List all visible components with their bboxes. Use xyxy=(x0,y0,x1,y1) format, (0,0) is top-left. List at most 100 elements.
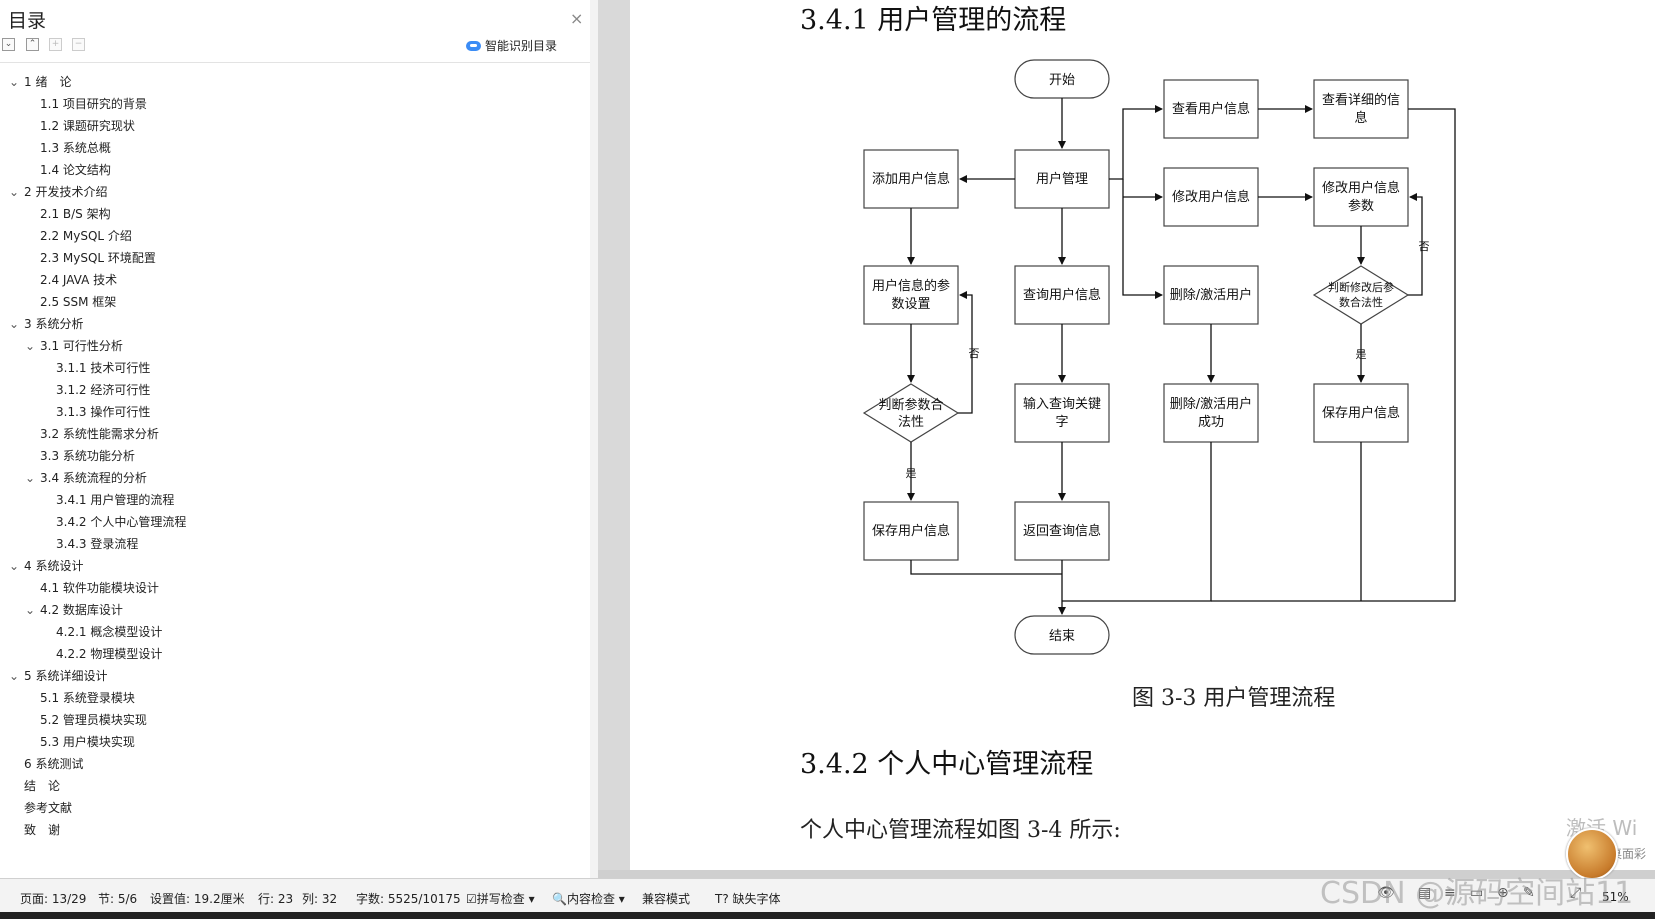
chevron-down-icon[interactable]: ⌄ xyxy=(9,317,20,331)
toc-item[interactable]: 2.1 B/S 架构 xyxy=(0,203,590,225)
eye-icon[interactable]: 👁 xyxy=(1377,885,1395,901)
chevron-down-icon[interactable]: ⌄ xyxy=(25,603,36,617)
toc-item[interactable]: 1.2 课题研究现状 xyxy=(0,115,590,137)
toc-item-label: 2.5 SSM 框架 xyxy=(40,295,117,309)
toc-item[interactable]: ⌄ 4 系统设计 xyxy=(0,555,590,577)
divider xyxy=(0,62,590,63)
status-setting[interactable]: 设置值: 19.2厘米 xyxy=(150,892,245,906)
flow-delete-success-text1: 删除/激活用户 xyxy=(1170,396,1252,412)
zoom-level[interactable]: 51% xyxy=(1602,890,1629,904)
flow-no-left: 否 xyxy=(969,347,980,360)
toc-item[interactable]: ⌄3.4 系统流程的分析 xyxy=(0,467,590,489)
toc-item[interactable]: 1.1 项目研究的背景 xyxy=(0,93,590,115)
toc-item[interactable]: 3.4.1 用户管理的流程 xyxy=(0,489,590,511)
toc-item-label: 3.4.1 用户管理的流程 xyxy=(56,493,175,507)
chevron-down-icon[interactable]: ⌄ xyxy=(9,669,20,683)
toc-item[interactable]: 1.3 系统总概 xyxy=(0,137,590,159)
toc-item-label: 3.4.2 个人中心管理流程 xyxy=(56,515,187,529)
pen-icon[interactable]: ✎ xyxy=(1523,885,1535,901)
toc-item[interactable]: ⌄3.1 可行性分析 xyxy=(0,335,590,357)
toc-item-label: 2.4 JAVA 技术 xyxy=(40,273,118,287)
missing-font-button[interactable]: T? 缺失字体 xyxy=(715,890,781,907)
toc-item-label: 6 系统测试 xyxy=(24,757,84,771)
flow-judge-param-text2: 法性 xyxy=(898,415,924,430)
content-check-label: 内容检查 xyxy=(566,892,615,906)
toc-item[interactable]: 3.2 系统性能需求分析 xyxy=(0,423,590,445)
toc-scrollbar[interactable] xyxy=(590,0,598,878)
list-view-icon[interactable]: ≡ xyxy=(1444,885,1456,901)
status-words[interactable]: 字数: 5525/10175 xyxy=(356,892,461,906)
activate-watermark-sub: 桌面彩 xyxy=(1610,847,1647,861)
toc-item[interactable]: 5.2 管理员模块实现 xyxy=(0,709,590,731)
spell-check-button[interactable]: ☑拼写检查 ▾ xyxy=(466,890,535,907)
avatar[interactable] xyxy=(1566,828,1618,880)
flow-edit-user-text: 修改用户信息 xyxy=(1172,189,1250,205)
flow-yes-left: 是 xyxy=(906,467,917,480)
toc-item[interactable]: 4.2.1 概念模型设计 xyxy=(0,621,590,643)
remove-icon[interactable]: − xyxy=(72,38,85,51)
flow-connectors xyxy=(907,98,1456,615)
expand-icon[interactable]: ⌃ xyxy=(26,38,39,51)
flow-save-user-left-text: 保存用户信息 xyxy=(872,523,950,539)
spell-check-label: 拼写检查 xyxy=(476,892,525,906)
close-icon[interactable]: × xyxy=(570,9,584,28)
toc-item-label: 1.1 项目研究的背景 xyxy=(40,97,147,111)
toc-item[interactable]: 4.1 软件功能模块设计 xyxy=(0,577,590,599)
toc-item[interactable]: 4.2.2 物理模型设计 xyxy=(0,643,590,665)
chevron-down-icon[interactable]: ⌄ xyxy=(25,471,36,485)
flow-no-right: 否 xyxy=(1419,240,1430,253)
toc-item[interactable]: 2.2 MySQL 介绍 xyxy=(0,225,590,247)
flowchart: 开始 结束 用户管理 查询用户信息 输入查询关键 字 返回查询信息 添加用户信息… xyxy=(862,59,1456,655)
toc-item[interactable]: 1.4 论文结构 xyxy=(0,159,590,181)
toc-item[interactable]: 3.4.2 个人中心管理流程 xyxy=(0,511,590,533)
chevron-down-icon[interactable]: ⌄ xyxy=(9,185,20,199)
flow-user-param-text1: 用户信息的参 xyxy=(872,278,950,294)
page-view-icon[interactable]: ▤ xyxy=(1418,885,1432,901)
toc-item[interactable]: 参考文献 xyxy=(0,797,590,819)
chevron-down-icon[interactable]: ⌄ xyxy=(9,75,20,89)
toc-item[interactable]: ⌄4.2 数据库设计 xyxy=(0,599,590,621)
status-section[interactable]: 节: 5/6 xyxy=(98,892,138,906)
fit-page-icon[interactable]: ⤢ xyxy=(1570,885,1582,901)
toc-item[interactable]: 5.3 用户模块实现 xyxy=(0,731,590,753)
toc-item[interactable]: 3.3 系统功能分析 xyxy=(0,445,590,467)
toc-item[interactable]: 3.1.1 技术可行性 xyxy=(0,357,590,379)
toc-item[interactable]: ⌄3 系统分析 xyxy=(0,313,590,335)
flow-delete-user xyxy=(1163,265,1259,325)
smart-toc-button[interactable]: 智能识别目录 xyxy=(465,37,557,54)
horizontal-scrollbar[interactable] xyxy=(598,870,1655,878)
missing-font-label: 缺失字体 xyxy=(732,892,781,906)
toc-item-label: 致 谢 xyxy=(24,823,61,837)
flow-yes-right: 是 xyxy=(1356,348,1367,361)
csdn-watermark: CSDN @源码空间站11 xyxy=(1320,876,1634,911)
toc-item[interactable]: 3.4.3 登录流程 xyxy=(0,533,590,555)
toc-item[interactable]: 致 谢 xyxy=(0,819,590,841)
content-check-button[interactable]: 🔍内容检查 ▾ xyxy=(552,890,625,907)
toc-item-label: 1.3 系统总概 xyxy=(40,141,111,155)
flow-query-user-text: 查询用户信息 xyxy=(1023,287,1101,303)
toc-item-label: 3.3 系统功能分析 xyxy=(40,449,135,463)
flow-edit-user xyxy=(1163,167,1259,227)
chevron-down-icon[interactable]: ⌄ xyxy=(25,339,36,353)
status-page[interactable]: 页面: 13/29 xyxy=(20,892,87,906)
toc-item[interactable]: 2.3 MySQL 环境配置 xyxy=(0,247,590,269)
add-icon[interactable]: + xyxy=(49,38,62,51)
toc-item-label: 4 系统设计 xyxy=(24,559,84,573)
toc-item[interactable]: 5.1 系统登录模块 xyxy=(0,687,590,709)
toc-item[interactable]: 结 论 xyxy=(0,775,590,797)
toc-item[interactable]: ⌄2 开发技术介绍 xyxy=(0,181,590,203)
toc-item[interactable]: 2.5 SSM 框架 xyxy=(0,291,590,313)
chevron-down-icon[interactable]: ⌄ xyxy=(9,559,20,573)
toc-item[interactable]: 3.1.2 经济可行性 xyxy=(0,379,590,401)
flow-start-text: 开始 xyxy=(1049,73,1075,88)
toc-item[interactable]: 2.4 JAVA 技术 xyxy=(0,269,590,291)
toc-item[interactable]: ⌄1 绪 论 xyxy=(0,71,590,93)
toc-item[interactable]: 3.1.3 操作可行性 xyxy=(0,401,590,423)
book-view-icon[interactable]: ▭ xyxy=(1470,885,1484,901)
toc-item[interactable]: ⌄5 系统详细设计 xyxy=(0,665,590,687)
web-view-icon[interactable]: ⊕ xyxy=(1497,885,1509,901)
toc-item-label: 3.1.3 操作可行性 xyxy=(56,405,151,419)
collapse-all-icon[interactable]: ⌄ xyxy=(2,38,15,51)
flow-end-text: 结束 xyxy=(1049,629,1075,644)
toc-item[interactable]: 6 系统测试 xyxy=(0,753,590,775)
